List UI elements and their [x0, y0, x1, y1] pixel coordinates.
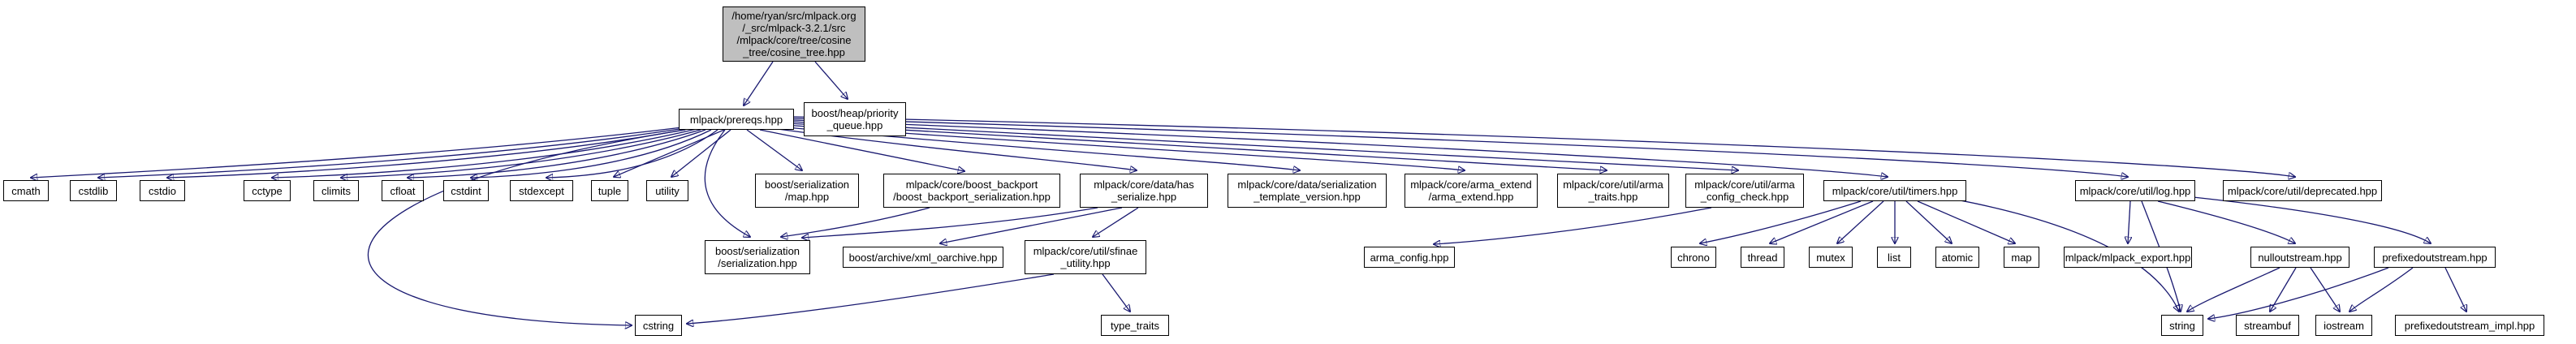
edge-has-serialize-xml-oarchive: [940, 207, 1123, 243]
node-sfinae-utility-hpp[interactable]: mlpack/core/util/sfinae _utility.hpp: [1025, 240, 1146, 274]
edge-prereqs-cstring: [367, 129, 686, 325]
edge-prereqs-deprecated: [793, 116, 2295, 177]
edge-nulloutstream-string: [2187, 267, 2280, 312]
node-cctype: cctype: [244, 180, 291, 201]
node-boost-serialization-map-hpp: boost/serialization /map.hpp: [755, 174, 859, 208]
node-cstdio: cstdio: [140, 180, 185, 201]
edge-prereqs-utility: [671, 129, 731, 177]
edge-prefixedoutstream-prefixedoutstream-impl: [2444, 267, 2466, 312]
node-cstdlib: cstdlib: [70, 180, 117, 201]
node-arma-config-hpp[interactable]: arma_config.hpp: [1364, 247, 1455, 268]
edge-prereqs-cfloat: [408, 129, 706, 178]
node-chrono: chrono: [1671, 247, 1716, 268]
edge-prefixedoutstream-iostream: [2349, 267, 2414, 312]
node-climits: climits: [313, 180, 359, 201]
edge-log-nulloutstream: [2157, 200, 2295, 243]
node-mlpack-export-hpp[interactable]: mlpack/mlpack_export.hpp: [2064, 247, 2192, 268]
edge-prereqs-cmath: [31, 126, 689, 178]
node-cfloat: cfloat: [382, 180, 424, 201]
node-prereqs-hpp[interactable]: mlpack/prereqs.hpp: [679, 109, 794, 130]
edge-log-mlpack-export: [2128, 200, 2130, 243]
node-prefixedoutstream-hpp[interactable]: prefixedoutstream.hpp: [2374, 247, 2496, 268]
edge-prereqs-boost-backport: [759, 129, 964, 171]
edge-prereqs-arma-extend: [783, 124, 1465, 170]
edge-prereqs-map-hpp: [746, 129, 802, 170]
edge-prereqs-serialization: [704, 129, 750, 237]
edge-timers-thread: [1770, 200, 1874, 243]
node-arma-extend-hpp[interactable]: mlpack/core/arma_extend /arma_extend.hpp: [1405, 174, 1538, 208]
node-arma-traits-hpp[interactable]: mlpack/core/util/arma _traits.hpp: [1557, 174, 1669, 208]
node-cstdint: cstdint: [443, 180, 489, 201]
edge-sfinae-cstring: [687, 273, 1055, 324]
edge-prereqs-arma-traits: [787, 123, 1607, 170]
edge-arma-config-check-arma-config: [1434, 207, 1712, 244]
edge-root-priority-queue: [814, 61, 848, 99]
edge-log-prefixedoutstream: [2185, 196, 2431, 243]
node-cmath: cmath: [3, 180, 49, 201]
node-prefixedoutstream-impl-hpp[interactable]: prefixedoutstream_impl.hpp: [2395, 315, 2544, 336]
node-boost-backport-serialization-hpp[interactable]: mlpack/core/boost_backport /boost_backpo…: [883, 174, 1060, 208]
edge-prefixedoutstream-string: [2208, 267, 2389, 319]
edge-prereqs-has-serialize: [770, 127, 1137, 170]
edge-prereqs-cctype: [272, 128, 697, 178]
edge-prereqs-climits: [341, 129, 701, 178]
edge-timers-mutex: [1837, 200, 1884, 243]
node-utility: utility: [646, 180, 688, 201]
edge-prereqs-tuple: [614, 129, 725, 177]
edge-prereqs-cstdlib: [98, 127, 691, 178]
edge-boost-backport-serialization: [781, 207, 930, 237]
node-deprecated-hpp[interactable]: mlpack/core/util/deprecated.hpp: [2223, 180, 2382, 201]
node-thread: thread: [1741, 247, 1784, 268]
node-log-hpp[interactable]: mlpack/core/util/log.hpp: [2075, 180, 2195, 201]
edge-timers-chrono: [1700, 200, 1862, 243]
node-boost-heap-priority-queue-hpp: boost/heap/priority _queue.hpp: [804, 102, 906, 136]
edge-prereqs-log: [793, 118, 2128, 177]
node-atomic: atomic: [1935, 247, 1979, 268]
node-has-serialize-hpp[interactable]: mlpack/core/data/has _serialize.hpp: [1080, 174, 1208, 208]
node-list: list: [1877, 247, 1911, 268]
edge-prereqs-cstdint: [471, 129, 712, 178]
edge-sfinae-type-traits: [1102, 273, 1130, 312]
edge-prereqs-cstdio: [167, 127, 693, 178]
edge-root-prereqs: [744, 61, 774, 105]
node-streambuf: streambuf: [2236, 315, 2299, 336]
node-mutex: mutex: [1809, 247, 1853, 268]
node-boost-archive-xml-oarchive-hpp: boost/archive/xml_oarchive.hpp: [843, 247, 1003, 268]
node-tuple: tuple: [591, 180, 628, 201]
edge-prereqs-timers: [792, 119, 1888, 177]
node-type-traits: type_traits: [1101, 315, 1169, 336]
node-map: map: [2004, 247, 2039, 268]
edge-timers-atomic: [1905, 200, 1952, 243]
node-serialization-template-version-hpp[interactable]: mlpack/core/data/serialization _template…: [1228, 174, 1387, 208]
node-stdexcept: stdexcept: [510, 180, 573, 201]
node-string: string: [2161, 315, 2203, 336]
edge-has-serialize-sfinae: [1093, 207, 1139, 237]
node-nulloutstream-hpp[interactable]: nulloutstream.hpp: [2250, 247, 2349, 268]
node-arma-config-check-hpp[interactable]: mlpack/core/util/arma _config_check.hpp: [1685, 174, 1804, 208]
edge-timers-map: [1917, 200, 2015, 243]
node-boost-serialization-serialization-hpp: boost/serialization /serialization.hpp: [705, 240, 810, 274]
node-iostream: iostream: [2315, 315, 2372, 336]
edge-prereqs-stdexcept: [546, 129, 718, 178]
node-timers-hpp[interactable]: mlpack/core/util/timers.hpp: [1823, 180, 1966, 201]
node-cstring: cstring: [635, 315, 682, 336]
edge-has-serialize-serialization: [802, 207, 1098, 238]
node-cosine-tree-hpp: /home/ryan/src/mlpack.org /_src/mlpack-3…: [723, 6, 865, 62]
